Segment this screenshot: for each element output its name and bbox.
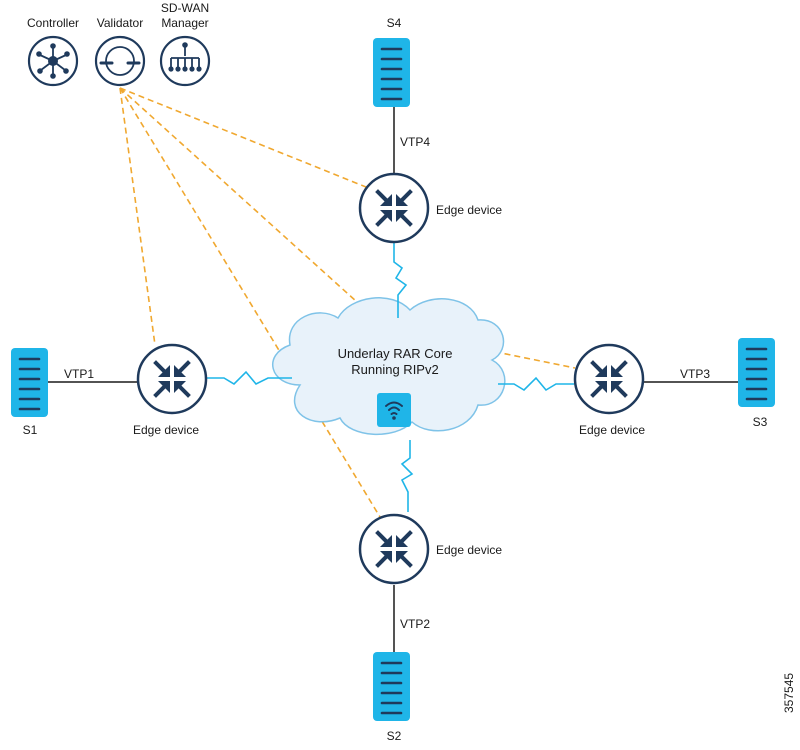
sdwan-manager: SD-WAN Manager — [159, 1, 211, 87]
wan-link-right — [498, 376, 574, 392]
underlay-cloud: Underlay RAR Core Running RIPv2 — [272, 297, 506, 435]
wan-link-left — [206, 370, 292, 386]
site-label-s2: S2 — [387, 729, 402, 743]
site-s2: S2 — [373, 652, 410, 743]
edge-device-bottom: Edge device — [358, 513, 502, 585]
edge-device-label: Edge device — [579, 423, 645, 437]
cloud-subtitle: Running RIPv2 — [351, 362, 438, 377]
controller: Controller — [27, 16, 79, 87]
site-s1: S1 — [11, 348, 48, 437]
site-s4: S4 — [373, 16, 410, 107]
server-icon — [373, 38, 410, 107]
figure-id: 357545 — [782, 673, 796, 713]
vtp1-label: VTP1 — [64, 367, 94, 381]
vtp-links — [48, 107, 738, 652]
edge-device-label: Edge device — [436, 203, 502, 217]
wan-link-top — [393, 243, 408, 318]
control-line-edge2 — [119, 87, 381, 518]
edge-device-label: Edge device — [436, 543, 502, 557]
manager-icon — [159, 35, 211, 87]
server-icon — [11, 348, 48, 417]
controller-label: Controller — [27, 16, 79, 30]
manager-label-line2: Manager — [161, 16, 208, 30]
control-connections — [119, 87, 576, 518]
wan-links — [206, 243, 574, 512]
server-icon — [373, 652, 410, 721]
edge-device-label: Edge device — [133, 423, 199, 437]
control-line-edge1 — [119, 87, 156, 346]
site-label-s1: S1 — [23, 423, 38, 437]
vtp4-label: VTP4 — [400, 135, 430, 149]
cloud-title: Underlay RAR Core — [338, 346, 453, 361]
vtp3-label: VTP3 — [680, 367, 710, 381]
edge-device-right: Edge device — [573, 343, 645, 437]
server-icon — [738, 338, 775, 407]
wifi-icon — [377, 393, 411, 427]
validator: Validator — [94, 16, 146, 87]
controller-icon — [27, 35, 79, 87]
edge-device-left: Edge device — [133, 343, 208, 437]
site-label-s3: S3 — [753, 415, 768, 429]
manager-label-line1: SD-WAN — [161, 1, 209, 15]
vtp2-label: VTP2 — [400, 617, 430, 631]
edge-device-top: Edge device — [358, 172, 502, 244]
control-line-edge4 — [119, 87, 367, 188]
validator-icon — [94, 35, 146, 87]
site-label-s4: S4 — [387, 16, 402, 30]
validator-label: Validator — [97, 16, 143, 30]
wan-link-bottom — [400, 440, 414, 512]
site-s3: S3 — [738, 338, 775, 429]
